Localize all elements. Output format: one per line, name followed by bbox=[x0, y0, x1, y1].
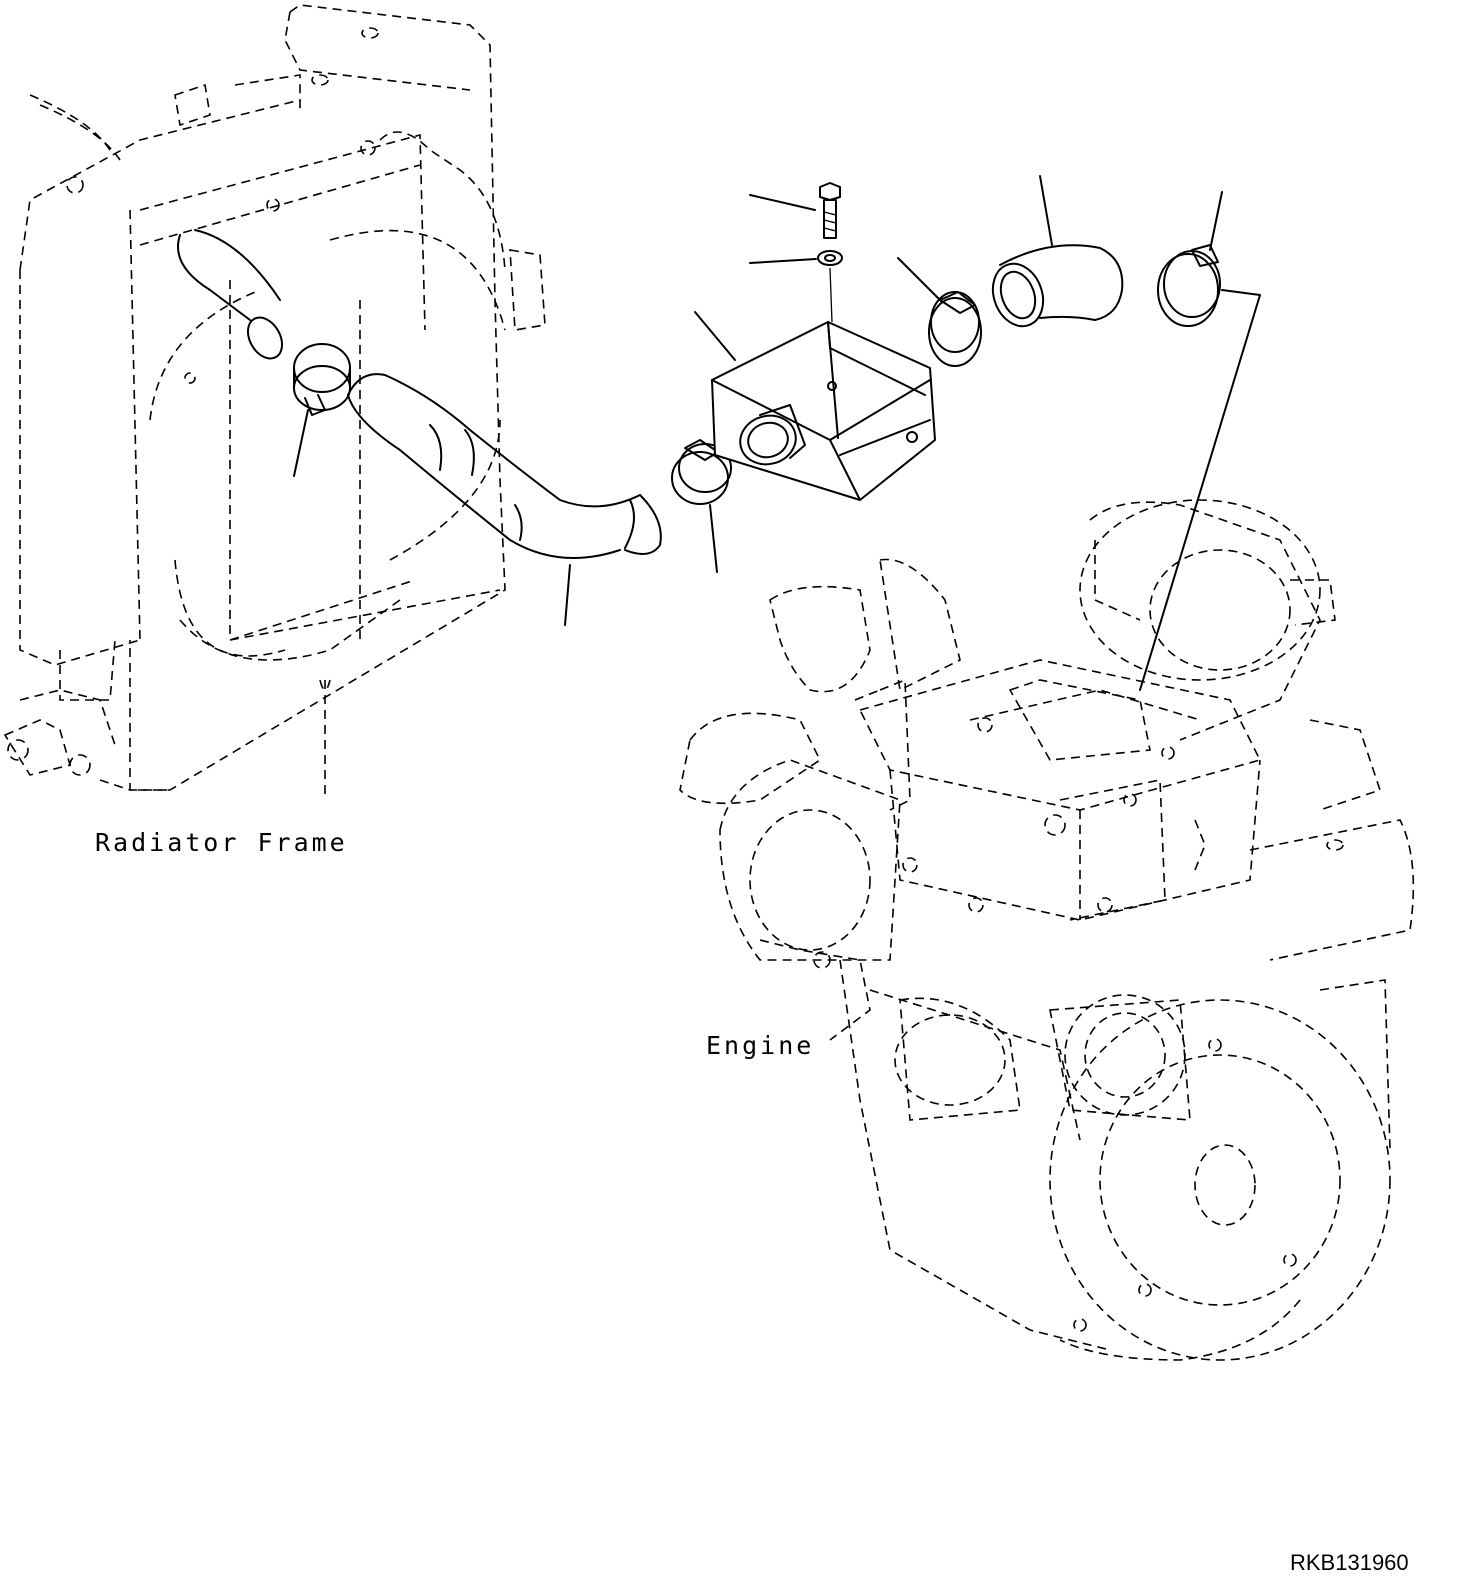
elbow-hose bbox=[991, 175, 1124, 328]
hose-clamp-radiator-side bbox=[293, 343, 351, 477]
hose-clamp-box-outlet bbox=[897, 257, 982, 367]
radiator-frame-label: Radiator Frame bbox=[95, 828, 348, 857]
bolt bbox=[749, 182, 841, 239]
washer bbox=[749, 250, 843, 323]
air-box bbox=[694, 311, 936, 501]
radiator-hose bbox=[347, 373, 662, 626]
radiator-frame-outline bbox=[3, 4, 546, 800]
engine-outline bbox=[679, 499, 1415, 1361]
hose-clamp-engine-side bbox=[1139, 191, 1261, 691]
hose-clamp-box-inlet bbox=[671, 439, 732, 573]
drawing-code: RKB131960 bbox=[1290, 1550, 1409, 1575]
radiator-upper-neck bbox=[177, 229, 284, 360]
engine-label: Engine bbox=[706, 1031, 815, 1060]
